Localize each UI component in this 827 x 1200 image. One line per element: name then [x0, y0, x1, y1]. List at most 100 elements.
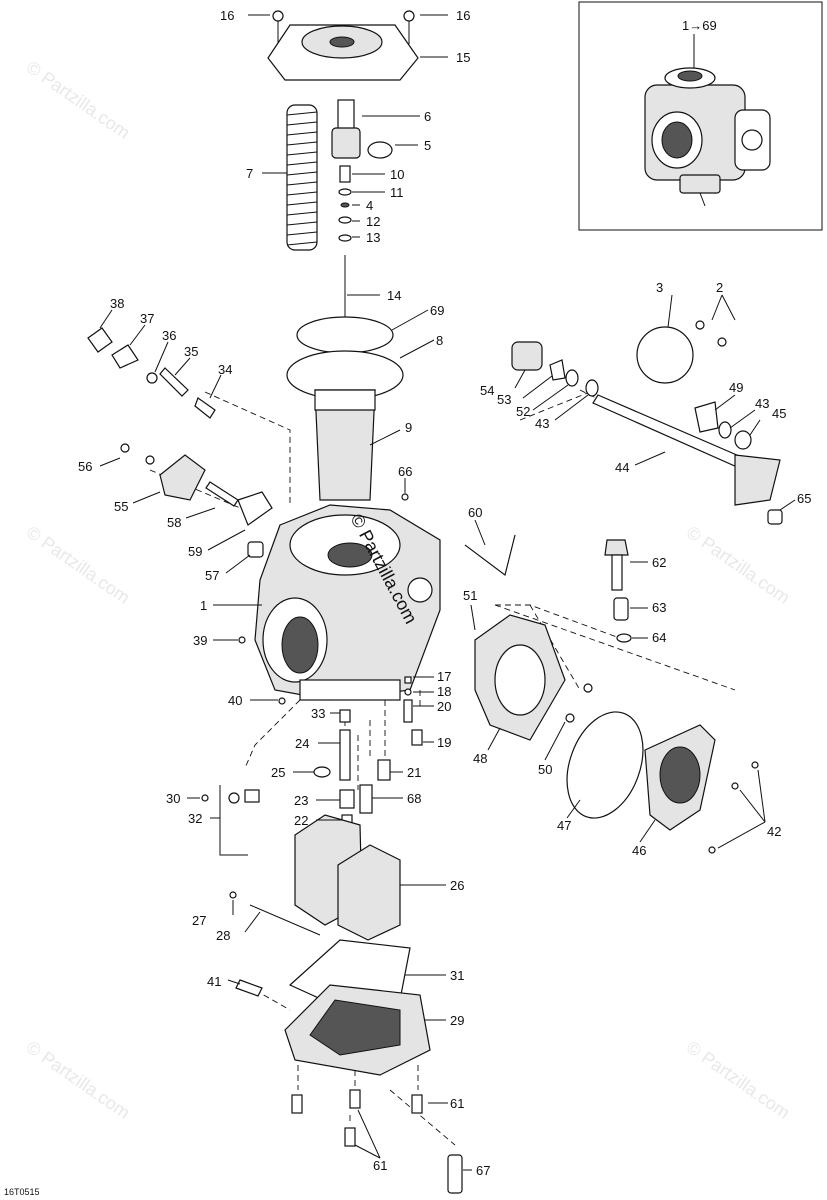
spring-10 [339, 165, 351, 183]
washer-12 [338, 216, 352, 224]
carburetor-body-1 [254, 504, 441, 701]
hose-60 [464, 534, 516, 576]
callout-8: 8 [436, 333, 443, 348]
pin-28 [249, 904, 321, 936]
callout-28: 28 [216, 928, 230, 943]
callout-53: 53 [497, 392, 511, 407]
callout-68: 68 [407, 791, 421, 806]
screw-41 [235, 979, 263, 997]
inset-label: 1→69 [682, 18, 717, 33]
component-drawings [87, 10, 783, 1194]
watermark: © Partzilla.com [23, 522, 134, 608]
callout-61: 61 [373, 1158, 387, 1173]
washer-11 [338, 188, 352, 196]
jet-21 [377, 759, 391, 781]
jet-30 [201, 794, 209, 802]
callout-52: 52 [516, 404, 530, 419]
callout-19: 19 [437, 735, 451, 750]
callout-27: 27 [192, 913, 206, 928]
screw-2a [695, 320, 705, 330]
callout-35: 35 [184, 344, 198, 359]
cap-38 [87, 327, 113, 353]
callout-33: 33 [311, 706, 325, 721]
callout-5: 5 [424, 138, 431, 153]
callout-3: 3 [656, 280, 663, 295]
clip-4 [340, 202, 350, 208]
o-ring-18 [404, 688, 412, 696]
callout-50: 50 [538, 762, 552, 777]
o-ring-25 [313, 766, 331, 778]
callout-11: 11 [390, 185, 404, 200]
throttle-plate-3 [636, 326, 694, 384]
callout-59: 59 [188, 544, 202, 559]
screw-61c [411, 1094, 423, 1114]
fitting-37 [111, 344, 139, 369]
callout-25: 25 [271, 765, 285, 780]
o-ring-32 [228, 792, 240, 804]
callout-49: 49 [729, 380, 743, 395]
diaphragm-59 [237, 491, 273, 526]
callout-1: 1 [200, 598, 207, 613]
spring-49 [694, 401, 719, 433]
washer-43a [585, 379, 599, 397]
callout-12: 12 [366, 214, 380, 229]
callout-labels: 16 16 15 6 5 7 10 11 4 12 13 14 69 8 9 3… [78, 8, 811, 1178]
screw-42a [751, 761, 759, 769]
float-26 [294, 814, 401, 941]
screw-61b [349, 1089, 361, 1109]
callout-37: 37 [140, 311, 154, 326]
callout-20: 20 [437, 699, 451, 714]
callout-67: 67 [476, 1163, 490, 1178]
callout-65: 65 [797, 491, 811, 506]
tube-68 [359, 784, 373, 814]
screw-42b [731, 782, 739, 790]
callout-41: 41 [207, 974, 221, 989]
spring-35 [159, 367, 189, 397]
o-ring-64 [616, 633, 632, 643]
spring-58 [205, 481, 239, 507]
knob-62 [604, 539, 629, 556]
callout-24: 24 [295, 736, 309, 751]
screw-48a [583, 683, 593, 693]
jet-33 [339, 709, 351, 723]
callout-17: 17 [437, 669, 451, 684]
callout-69: 69 [430, 303, 444, 318]
screw-56 [120, 443, 130, 453]
needle-holder-6 [331, 99, 361, 159]
callout-43: 43 [755, 396, 769, 411]
callout-36: 36 [162, 328, 176, 343]
screw-61d [344, 1127, 356, 1147]
callout-58: 58 [167, 515, 181, 530]
callout-34: 34 [218, 362, 232, 377]
callout-42: 42 [767, 824, 781, 839]
callout-13: 13 [366, 230, 380, 245]
float-bowl-29-inner [309, 999, 401, 1056]
spring-63 [613, 597, 629, 621]
screw-62 [611, 554, 623, 591]
cap-57 [247, 541, 264, 558]
tube-67 [447, 1154, 463, 1194]
watermark: © Partzilla.com [23, 1037, 134, 1123]
callout-60: 60 [468, 505, 482, 520]
callout-31: 31 [450, 968, 464, 983]
screw-66 [401, 493, 409, 501]
assembled-carburetor-drawing [644, 67, 771, 207]
callout-48: 48 [473, 751, 487, 766]
washer-52 [565, 369, 579, 387]
callout-16: 16 [220, 8, 234, 23]
washer-56b [145, 455, 155, 465]
callout-56: 56 [78, 459, 92, 474]
callout-32: 32 [188, 811, 202, 826]
callout-9: 9 [405, 420, 412, 435]
callout-61: 61 [450, 1096, 464, 1111]
callout-51: 51 [463, 588, 477, 603]
ring-69 [296, 316, 394, 354]
screw-61a [291, 1094, 303, 1114]
callout-30: 30 [166, 791, 180, 806]
callout-43: 43 [535, 416, 549, 431]
clip-53 [549, 359, 566, 381]
callout-15: 15 [456, 50, 470, 65]
callout-10: 10 [390, 167, 404, 182]
inset-assembly-box: 1→69 [578, 1, 823, 231]
